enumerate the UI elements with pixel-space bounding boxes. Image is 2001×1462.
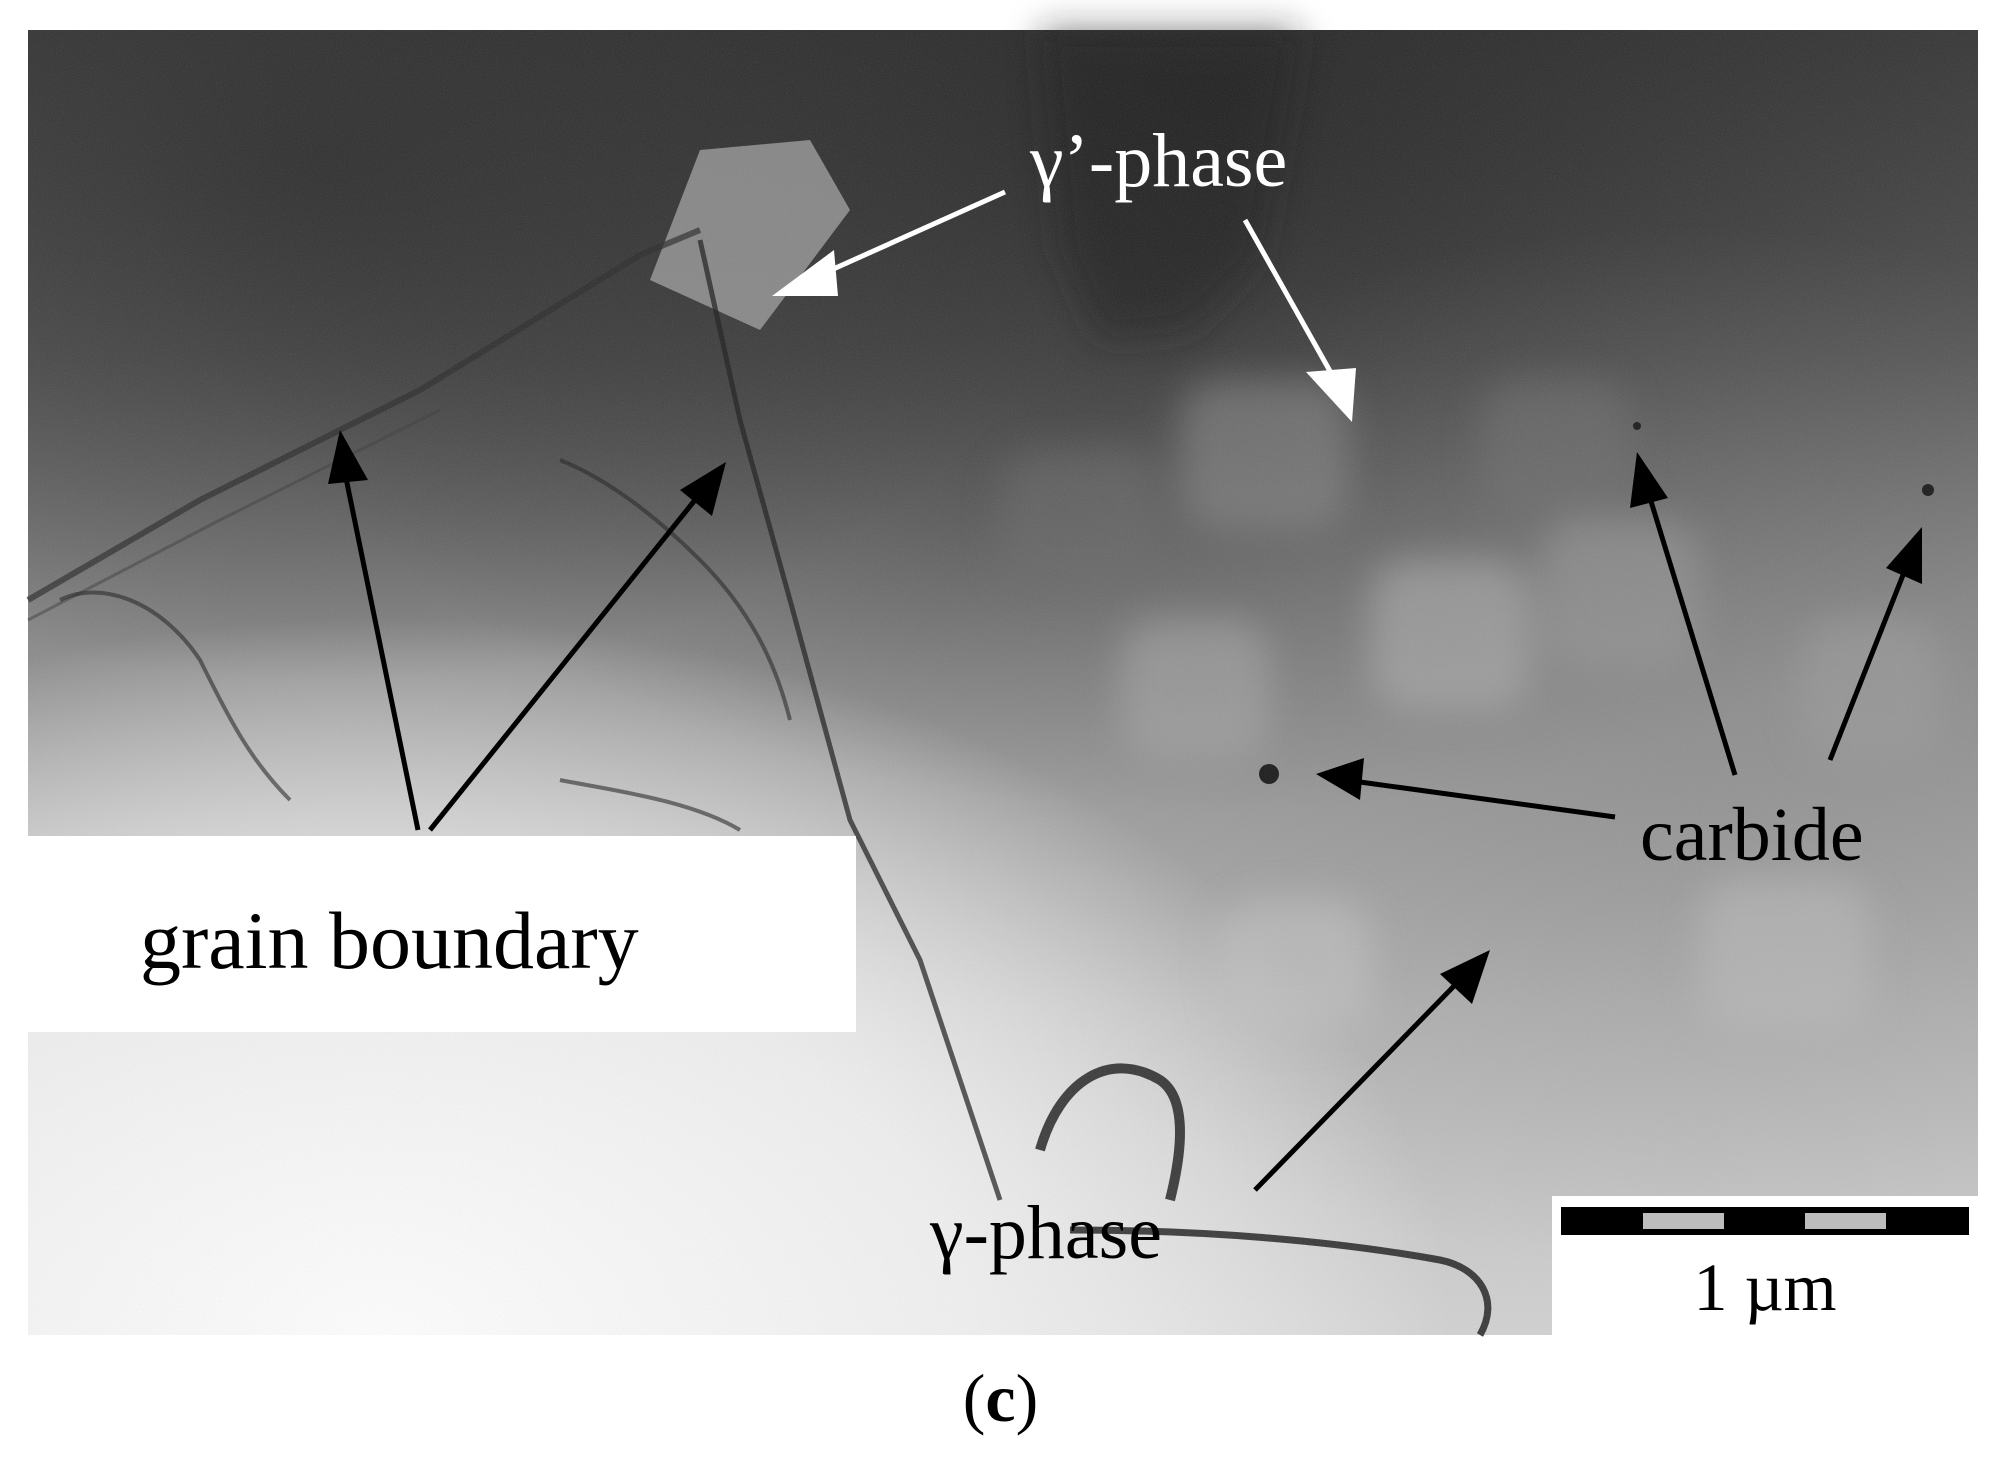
grain-boundary-arrow-2 [428, 462, 726, 832]
gamma-prime-arrow-2 [1242, 218, 1356, 422]
figure-caption: (c) [0, 1358, 2001, 1438]
caption-open-paren: ( [962, 1360, 986, 1436]
caption-close-paren: ) [1015, 1360, 1039, 1436]
gamma-phase-label: γ-phase [929, 1191, 1162, 1275]
carbide-arrow-1 [1316, 758, 1616, 820]
carbide-arrow-2 [1630, 452, 1738, 776]
grain-boundary-label-box [28, 836, 856, 1032]
carbide-arrow-3 [1827, 527, 1922, 761]
scale-bar-graphic [1561, 1207, 1969, 1235]
gamma-prime-arrow-1 [772, 189, 1007, 296]
grain-boundary-arrow-1 [328, 430, 421, 831]
grain-boundary-label: grain boundary [140, 895, 639, 986]
caption-panel-letter: c [985, 1360, 1016, 1436]
scale-bar: 1 µm [1552, 1196, 1978, 1336]
scale-bar-label: 1 µm [1693, 1249, 1836, 1325]
carbide-label: carbide [1640, 793, 1864, 877]
micrograph-image [26, 30, 1978, 1337]
gamma-prime-phase-label: γ’-phase [1029, 119, 1287, 203]
annotation-arrows [328, 189, 1922, 1192]
gamma-phase-arrow [1253, 950, 1490, 1192]
